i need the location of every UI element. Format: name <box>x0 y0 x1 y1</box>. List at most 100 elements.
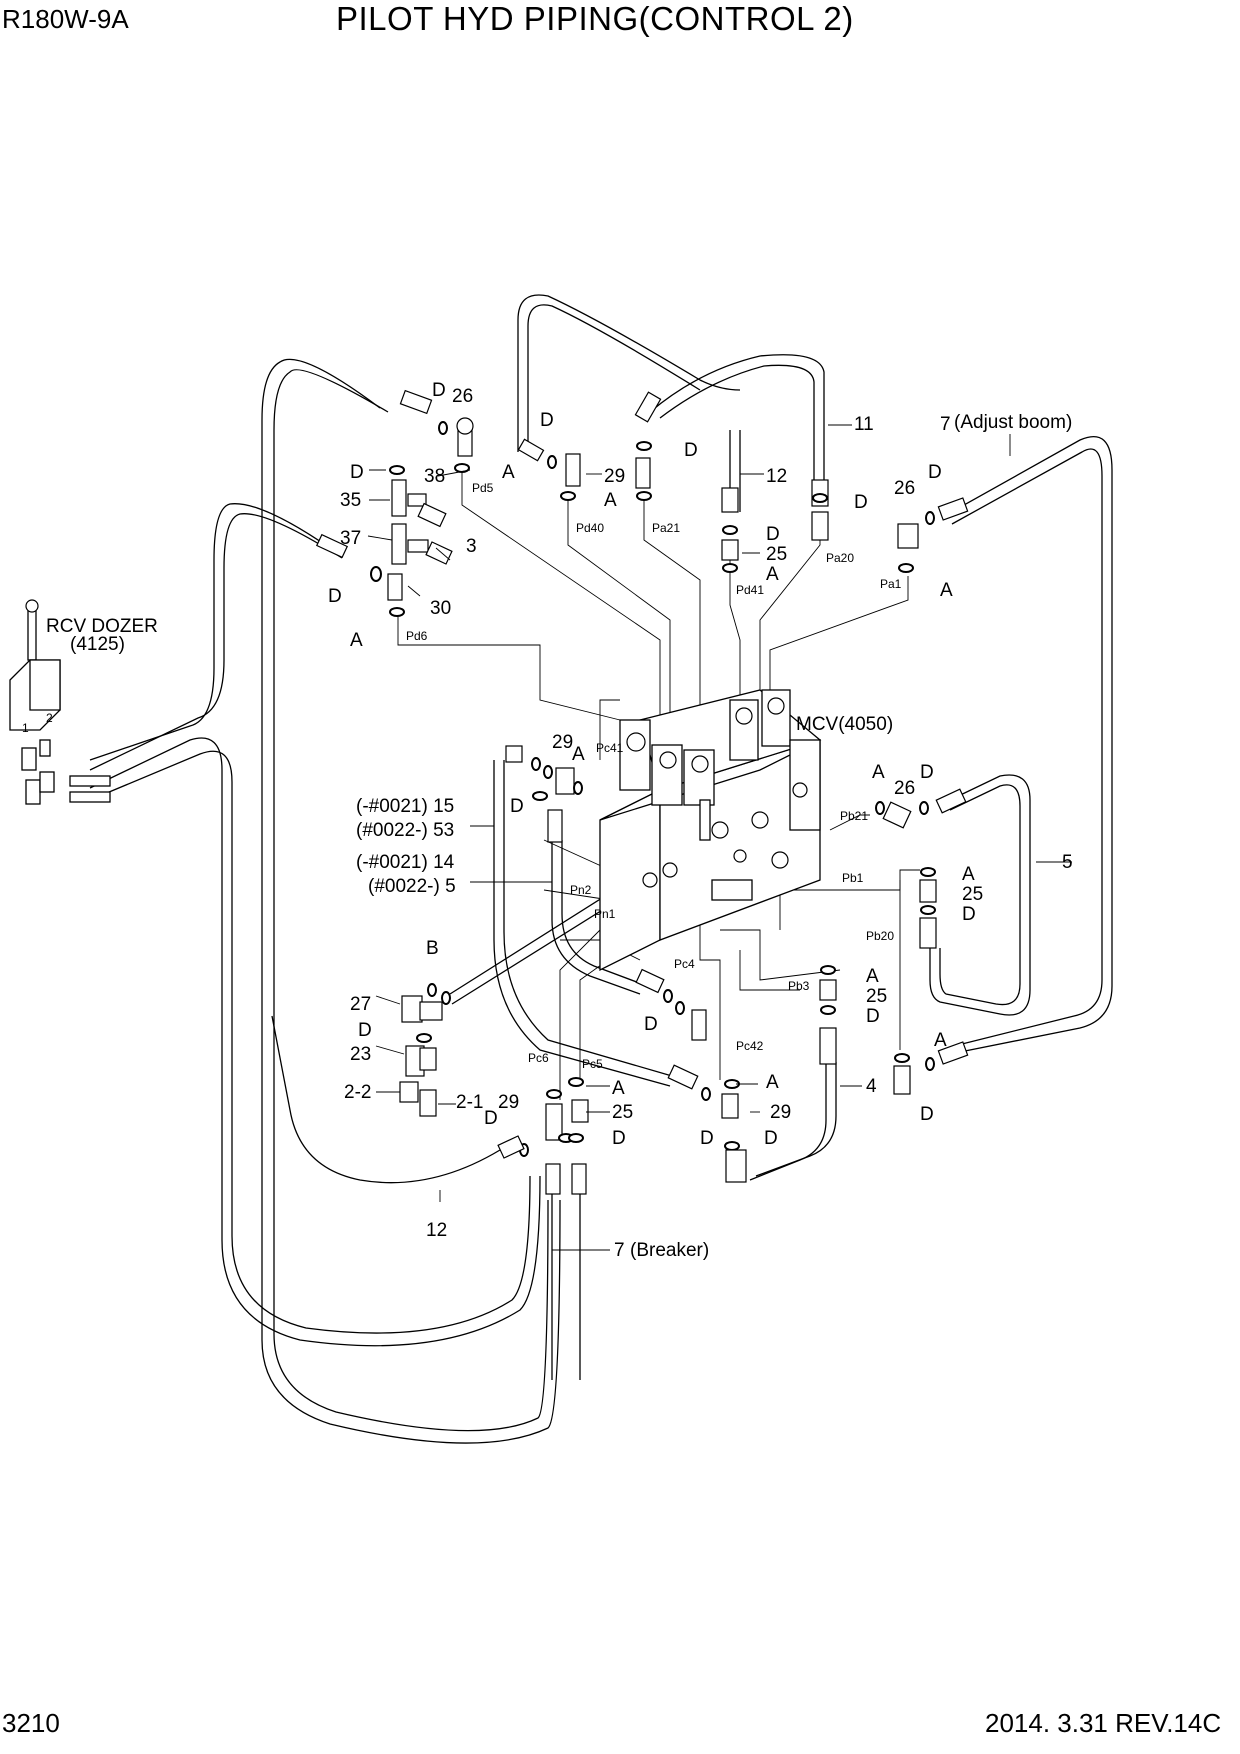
callout-label: D <box>700 1128 714 1149</box>
callout-label: D <box>612 1128 626 1149</box>
callout-label: (Breaker) <box>630 1240 709 1261</box>
callout-label: 25 <box>962 884 983 905</box>
hose-left-loop-b <box>273 369 549 1432</box>
port-label: Pa1 <box>880 577 902 591</box>
leader-lines <box>367 424 1072 1251</box>
port-label: Pc41 <box>596 741 624 755</box>
callout-label: A <box>934 1030 947 1051</box>
callout-label: 12 <box>426 1220 447 1241</box>
callout-label: 25 <box>612 1102 633 1123</box>
port-label: Pd40 <box>576 521 604 535</box>
hose-left-loop-d <box>89 513 343 771</box>
callout-label: D <box>866 1006 880 1027</box>
callout-label: 7 <box>614 1240 625 1261</box>
callout-label: D <box>484 1108 498 1129</box>
page-number: 3210 <box>2 1708 60 1738</box>
callout-label: 26 <box>452 386 473 407</box>
port-label: Pa20 <box>826 551 854 565</box>
callout-label: D <box>962 904 976 925</box>
callout-label: A <box>350 630 363 651</box>
callout-label: A <box>766 564 779 585</box>
callout-label: D <box>328 586 342 607</box>
hose-11-top-b <box>527 304 701 452</box>
callout-label: A <box>962 864 975 885</box>
callout-label: 2-1 <box>456 1092 483 1113</box>
callout-label: 26 <box>894 478 915 499</box>
hose-7-adjust-boom <box>947 435 1113 1055</box>
callout-label: A <box>572 744 585 765</box>
hose-14-5-b <box>561 840 643 985</box>
callout-label: MCV(4050) <box>796 714 893 735</box>
port-label: Pc4 <box>674 957 695 971</box>
callout-label: 30 <box>430 598 451 619</box>
callout-label: 27 <box>350 994 371 1015</box>
callout-label: RCV DOZER <box>46 616 158 637</box>
callout-label: A <box>872 762 885 783</box>
hose-5-right-b <box>939 784 1021 1006</box>
model-number: R180W-9A <box>2 4 129 34</box>
callout-label: 35 <box>340 490 361 511</box>
hose-5-right <box>929 774 1031 1016</box>
hose-left-loop-f <box>89 750 531 1334</box>
port-label: Pd5 <box>472 481 494 495</box>
callout-label: 7 <box>940 414 951 435</box>
callout-label: (Adjust boom) <box>954 412 1072 433</box>
revision-date: 2014. 3.31 REV.14C <box>985 1708 1222 1738</box>
callout-label: B <box>426 938 439 959</box>
port-label: Pb3 <box>788 979 810 993</box>
callout-label: D <box>358 1020 372 1041</box>
callout-label: D <box>920 1104 934 1125</box>
callout-label: D <box>510 796 524 817</box>
callout-label: 29 <box>770 1102 791 1123</box>
callout-label: D <box>928 462 942 483</box>
hose-left-loop-c <box>89 503 331 761</box>
fittings <box>315 389 969 1195</box>
callout-label: (#0022-) 53 <box>356 820 454 841</box>
callout-label: 25 <box>866 986 887 1007</box>
hose-7-adjust-boom-b <box>951 448 1103 1047</box>
port-label: Pd41 <box>736 583 764 597</box>
callout-label: 12 <box>766 466 787 487</box>
mcv-valve-block <box>599 689 822 972</box>
port-label: Pc6 <box>528 1051 549 1065</box>
hose-15-53-b <box>503 760 673 1077</box>
port-label: Pa21 <box>652 521 680 535</box>
callout-label: 2 <box>46 711 53 725</box>
callout-label: 11 <box>854 414 874 435</box>
callout-label: 5 <box>1062 852 1073 873</box>
callout-label: (-#0021) 15 <box>356 796 454 817</box>
callout-label: 2-2 <box>344 1082 371 1103</box>
port-label: Pc5 <box>582 1057 603 1071</box>
callout-label: (4125) <box>70 634 125 655</box>
pilot-lines <box>397 470 920 1100</box>
callout-label: D <box>764 1128 778 1149</box>
callout-label: A <box>502 462 515 483</box>
callout-label: 3 <box>466 536 477 557</box>
callout-label: 4 <box>866 1076 877 1097</box>
drawing-title: PILOT HYD PIPING(CONTROL 2) <box>336 0 854 37</box>
callout-label: 29 <box>604 466 625 487</box>
callout-label: D <box>854 492 868 513</box>
port-label: Pb20 <box>866 929 894 943</box>
callout-label: A <box>866 966 879 987</box>
port-label: Pn1 <box>594 907 616 921</box>
hose-4-b <box>755 1062 837 1177</box>
callout-label: D <box>644 1014 658 1035</box>
callout-label: D <box>432 380 446 401</box>
hose-12-top <box>649 354 825 480</box>
hose-15-53 <box>493 760 671 1087</box>
callout-label: 25 <box>766 544 787 565</box>
port-label: Pb1 <box>842 871 864 885</box>
hose-left-loop-a <box>261 358 561 1444</box>
callout-labels: D 26 D 38 A 35 37 3 D 30 A D D 29 A 12 1… <box>22 380 1073 1261</box>
callout-label: (-#0021) 14 <box>356 852 455 873</box>
callout-label: 29 <box>498 1092 519 1113</box>
hose-12-lower <box>271 1015 501 1184</box>
hose-11-top <box>517 294 741 452</box>
rcv-dozer <box>9 599 111 805</box>
callout-label: A <box>766 1072 779 1093</box>
port-label: Pc42 <box>736 1039 764 1053</box>
callout-label: D <box>684 440 698 461</box>
callout-label: D <box>920 762 934 783</box>
port-labels: Pd5 Pd6 Pd40 Pa21 Pd41 Pa20 Pa1 Pc41 Pb2… <box>406 481 902 1071</box>
